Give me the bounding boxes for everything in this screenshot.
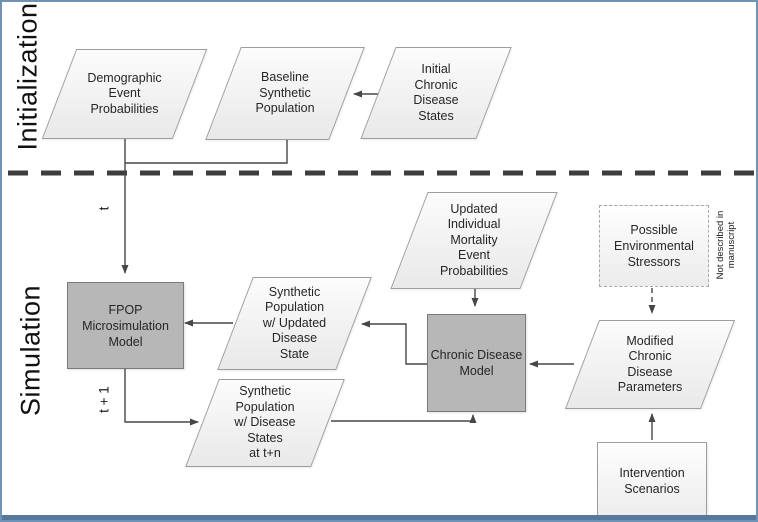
node-text: Baseline Synthetic Population bbox=[255, 70, 314, 117]
node-text-line: Synthetic bbox=[259, 85, 311, 100]
node-text: Modified Chronic Disease Parameters bbox=[618, 334, 683, 396]
node-text-line: Population bbox=[255, 101, 315, 116]
node-text: Initial Chronic Disease States bbox=[413, 62, 458, 124]
node-text: Synthetic Population w/ Disease States a… bbox=[234, 384, 295, 462]
side-note-line: Not described in bbox=[715, 210, 726, 280]
node-chronic-disease-model: Chronic Disease Model bbox=[427, 314, 526, 412]
node-text: Demographic Event Probabilities bbox=[87, 71, 161, 118]
node-text-line: Modified bbox=[626, 333, 674, 348]
node-text-line: Mortality bbox=[450, 232, 498, 247]
connector-baseline-elbow bbox=[125, 140, 288, 164]
node-text-line: State bbox=[279, 346, 310, 361]
arrow-cdm-to-synupdated bbox=[361, 320, 427, 365]
node-synthetic-population-w-disease-states-at-t-n: Synthetic Population w/ Disease States a… bbox=[185, 379, 345, 467]
node-text-line: Probabilities bbox=[439, 263, 509, 278]
node-text-line: Disease bbox=[413, 93, 459, 107]
arrow-syntn-to-cdm bbox=[331, 414, 477, 423]
node-text: Possible Environmental Stressors bbox=[614, 222, 694, 270]
side-note-line: manuscript bbox=[726, 221, 737, 269]
section-label-initialization: Initialization bbox=[12, 2, 43, 151]
node-text-line: States bbox=[418, 108, 454, 123]
node-text-line: Parameters bbox=[617, 380, 683, 394]
arrow-fpop-to-syntn bbox=[124, 368, 199, 426]
node-text-line: Synthetic bbox=[239, 384, 291, 399]
node-text-line: Scenarios bbox=[624, 482, 680, 496]
node-text: Chronic Disease Model bbox=[431, 347, 523, 379]
node-text-line: Chronic Disease bbox=[430, 348, 523, 362]
node-text-line: Disease bbox=[627, 364, 673, 379]
node-text-line: Initial bbox=[421, 62, 451, 76]
node-text-line: Updated bbox=[450, 201, 498, 216]
node-text-line: Stressors bbox=[627, 255, 681, 269]
node-fpop-microsimulation-model: FPOP Microsimulation Model bbox=[67, 282, 184, 369]
node-text-line: Environmental bbox=[614, 239, 694, 253]
node-text-line: Microsimulation bbox=[82, 318, 169, 333]
node-text-line: Demographic bbox=[87, 70, 162, 85]
node-text-line: Intervention bbox=[619, 466, 685, 480]
bottom-frame-bar bbox=[2, 515, 756, 520]
node-text-line: Chronic bbox=[414, 77, 458, 92]
node-intervention-scenarios: Intervention Scenarios bbox=[597, 442, 707, 520]
node-text-line: Population bbox=[264, 300, 325, 315]
node-text-line: Population bbox=[235, 399, 295, 414]
node-text-line: Baseline bbox=[261, 70, 309, 85]
time-label-t: t bbox=[96, 206, 112, 211]
side-note-not-described: Not described in manuscript bbox=[715, 200, 737, 290]
node-text: Updated Individual Mortality Event Proba… bbox=[440, 202, 508, 280]
node-text-line: Probabilities bbox=[90, 101, 159, 116]
node-text: FPOP Microsimulation Model bbox=[82, 302, 169, 350]
node-text-line: Chronic bbox=[628, 349, 672, 363]
time-label-t-plus-1: t + 1 bbox=[96, 386, 112, 413]
node-demographic-event-probabilities: Demographic Event Probabilities bbox=[41, 49, 208, 139]
node-text-line: FPOP bbox=[108, 302, 143, 317]
node-updated-individual-mortality-event-probabilities: Updated Individual Mortality Event Proba… bbox=[390, 192, 558, 289]
section-label-simulation: Simulation bbox=[15, 284, 46, 417]
node-text-line: Possible bbox=[630, 223, 678, 237]
node-text-line: w/ Updated bbox=[262, 315, 327, 330]
node-text-line: Disease bbox=[271, 331, 318, 346]
node-text-line: w/ Disease bbox=[234, 415, 296, 430]
node-text: Synthetic Population w/ Updated Disease … bbox=[263, 285, 326, 363]
node-text-line: Event bbox=[108, 86, 141, 101]
node-baseline-synthetic-population: Baseline Synthetic Population bbox=[205, 47, 365, 140]
node-text-line: Model bbox=[108, 334, 143, 349]
node-synthetic-population-w-updated-disease-state: Synthetic Population w/ Updated Disease … bbox=[217, 277, 372, 370]
node-possible-environmental-stressors: Possible Environmental Stressors bbox=[599, 205, 709, 287]
node-modified-chronic-disease-parameters: Modified Chronic Disease Parameters bbox=[564, 320, 736, 409]
node-text: Intervention Scenarios bbox=[619, 465, 684, 497]
node-text-line: Individual bbox=[447, 217, 501, 232]
node-text-line: Event bbox=[458, 248, 490, 263]
node-text-line: States bbox=[247, 430, 283, 445]
node-initial-chronic-disease-states: Initial Chronic Disease States bbox=[360, 47, 512, 139]
node-text-line: Synthetic bbox=[268, 284, 321, 299]
node-text-line: at t+n bbox=[249, 446, 281, 461]
node-text-line: Model bbox=[459, 364, 494, 378]
